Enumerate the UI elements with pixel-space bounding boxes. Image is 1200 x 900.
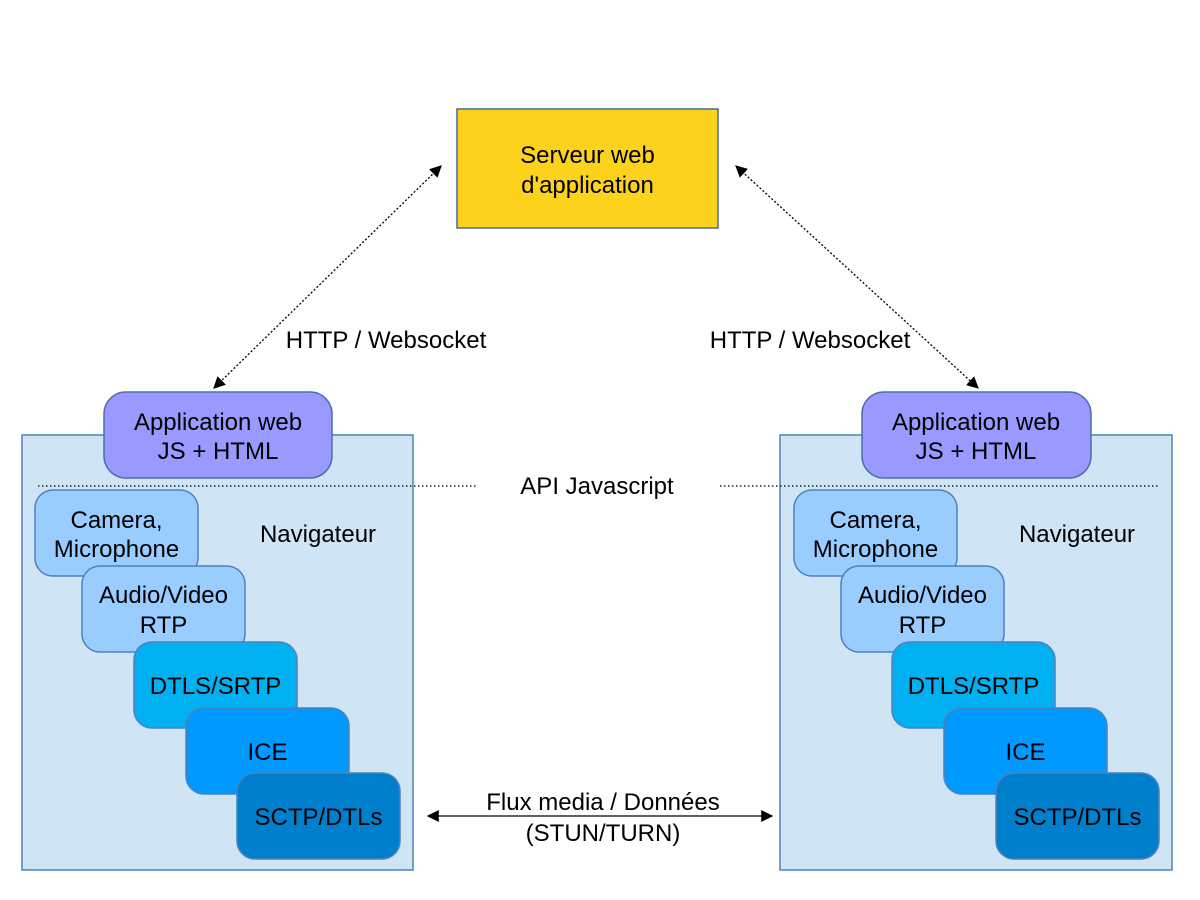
stack-right-sctp-label: SCTP/DTLs xyxy=(1013,804,1141,831)
stack-right-camera-line2: Microphone xyxy=(813,536,938,563)
app-server-box xyxy=(456,108,719,229)
browser-label-right: Navigateur xyxy=(1019,521,1135,548)
web-app-left-line2: JS + HTML xyxy=(158,438,279,465)
web-app-box-left xyxy=(103,391,333,479)
app-server-label-line2: d'application xyxy=(521,172,654,199)
media-flow-label-line2: (STUN/TURN) xyxy=(526,820,681,847)
http-link-right xyxy=(735,165,979,389)
http-link-left xyxy=(213,165,442,389)
web-app-left-line1: Application web xyxy=(134,409,302,436)
browser-label-left: Navigateur xyxy=(260,521,376,548)
stack-left-ice-label: ICE xyxy=(247,739,287,766)
http-link-left-label: HTTP / Websocket xyxy=(286,327,487,354)
stack-right-rtp-line1: Audio/Video xyxy=(858,582,987,609)
web-app-right-line1: Application web xyxy=(892,409,1060,436)
stack-right-sctp-box xyxy=(995,772,1160,860)
stack-right-ice-label: ICE xyxy=(1005,739,1045,766)
stack-left-camera-line1: Camera, xyxy=(70,507,162,534)
http-link-right-label: HTTP / Websocket xyxy=(710,327,911,354)
stack-left-sctp-label: SCTP/DTLs xyxy=(254,804,382,831)
stack-right-camera-line1: Camera, xyxy=(829,507,921,534)
media-flow-label-line1: Flux media / Données xyxy=(486,789,719,816)
stack-left-rtp-line2: RTP xyxy=(140,612,188,639)
stack-left-camera-line2: Microphone xyxy=(54,536,179,563)
stack-left-sctp-box xyxy=(236,772,401,860)
stack-left-rtp-box xyxy=(81,565,246,653)
web-app-box-right xyxy=(861,391,1092,479)
app-server-label-line1: Serveur web xyxy=(520,142,655,169)
web-app-right-line2: JS + HTML xyxy=(916,438,1037,465)
stack-left-rtp-line1: Audio/Video xyxy=(99,582,228,609)
stack-right-dtls-label: DTLS/SRTP xyxy=(908,673,1040,700)
api-javascript-label: API Javascript xyxy=(520,473,674,500)
stack-left-dtls-label: DTLS/SRTP xyxy=(150,673,282,700)
stack-right-rtp-box xyxy=(840,565,1005,653)
stack-right-rtp-line2: RTP xyxy=(899,612,947,639)
